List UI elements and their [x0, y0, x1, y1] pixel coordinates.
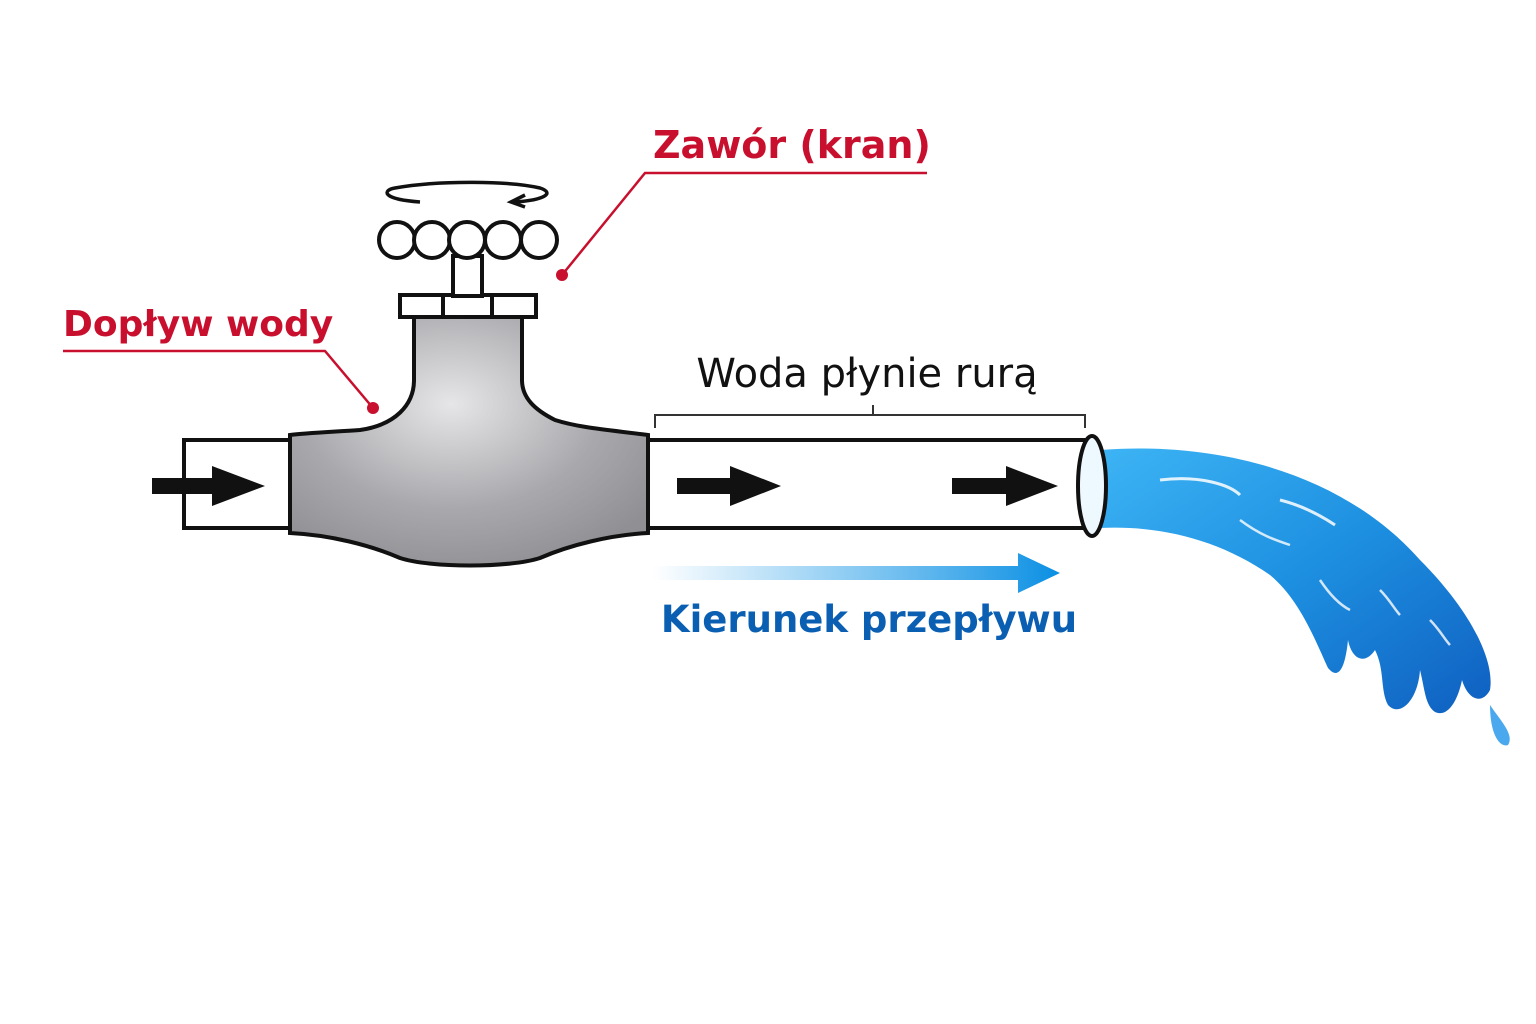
flow-arrow-icon — [152, 466, 1058, 506]
direction-label: Kierunek przepływu — [661, 598, 1077, 641]
valve-stem — [451, 254, 484, 298]
pipe-bracket — [654, 405, 1086, 428]
valve-leader-line — [561, 171, 927, 276]
inflow-leader-dot — [367, 402, 379, 414]
valve-label: Zawór (kran) — [653, 123, 931, 167]
valve-body — [288, 315, 650, 568]
direction-arrow — [652, 553, 1060, 593]
inflow-label: Dopływ wody — [63, 304, 333, 345]
water-stream — [1100, 448, 1510, 746]
valve-handle[interactable] — [377, 220, 559, 260]
pipe-outlet-end — [1076, 434, 1108, 538]
rotation-arrow-icon — [385, 180, 549, 209]
valve-leader-dot — [556, 269, 568, 281]
pipe-label: Woda płynie rurą — [696, 351, 1037, 397]
inflow-leader-line — [63, 349, 374, 409]
valve-cap — [398, 293, 538, 319]
